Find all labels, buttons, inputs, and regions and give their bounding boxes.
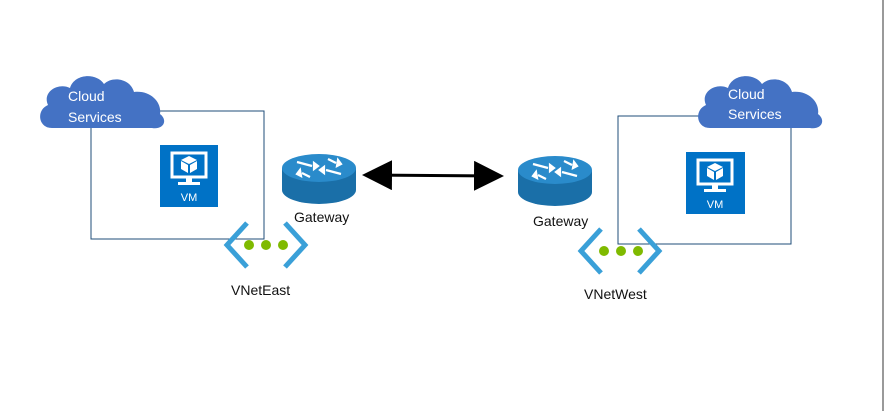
cloud-label-east-line2: Services: [68, 109, 122, 125]
router-icon: [282, 154, 356, 204]
vm-label-east: VM: [180, 192, 198, 204]
vnet-label-east: VNetEast: [231, 282, 291, 298]
double-arrow-icon: [362, 160, 504, 191]
gateway-label-west: Gateway: [533, 213, 589, 229]
cloud-label-west-line2: Services: [728, 106, 782, 122]
vm-icon: [160, 145, 218, 207]
vnet-icon: [577, 227, 663, 275]
cloud-label-east-line1: Cloud: [68, 88, 105, 104]
gateway-label-east: Gateway: [294, 209, 350, 225]
vnet-east-box: [90, 110, 265, 240]
vnet-label-west: VNetWest: [584, 286, 647, 302]
cloud-icon: [698, 76, 823, 129]
vm-label-west: VM: [706, 199, 724, 211]
vm-icon: [686, 152, 745, 214]
vnet-icon: [223, 221, 309, 269]
cloud-icon: [40, 76, 165, 129]
window-right-edge: [882, 0, 884, 411]
router-icon: [518, 156, 592, 206]
cloud-label-west-line1: Cloud: [728, 86, 765, 102]
